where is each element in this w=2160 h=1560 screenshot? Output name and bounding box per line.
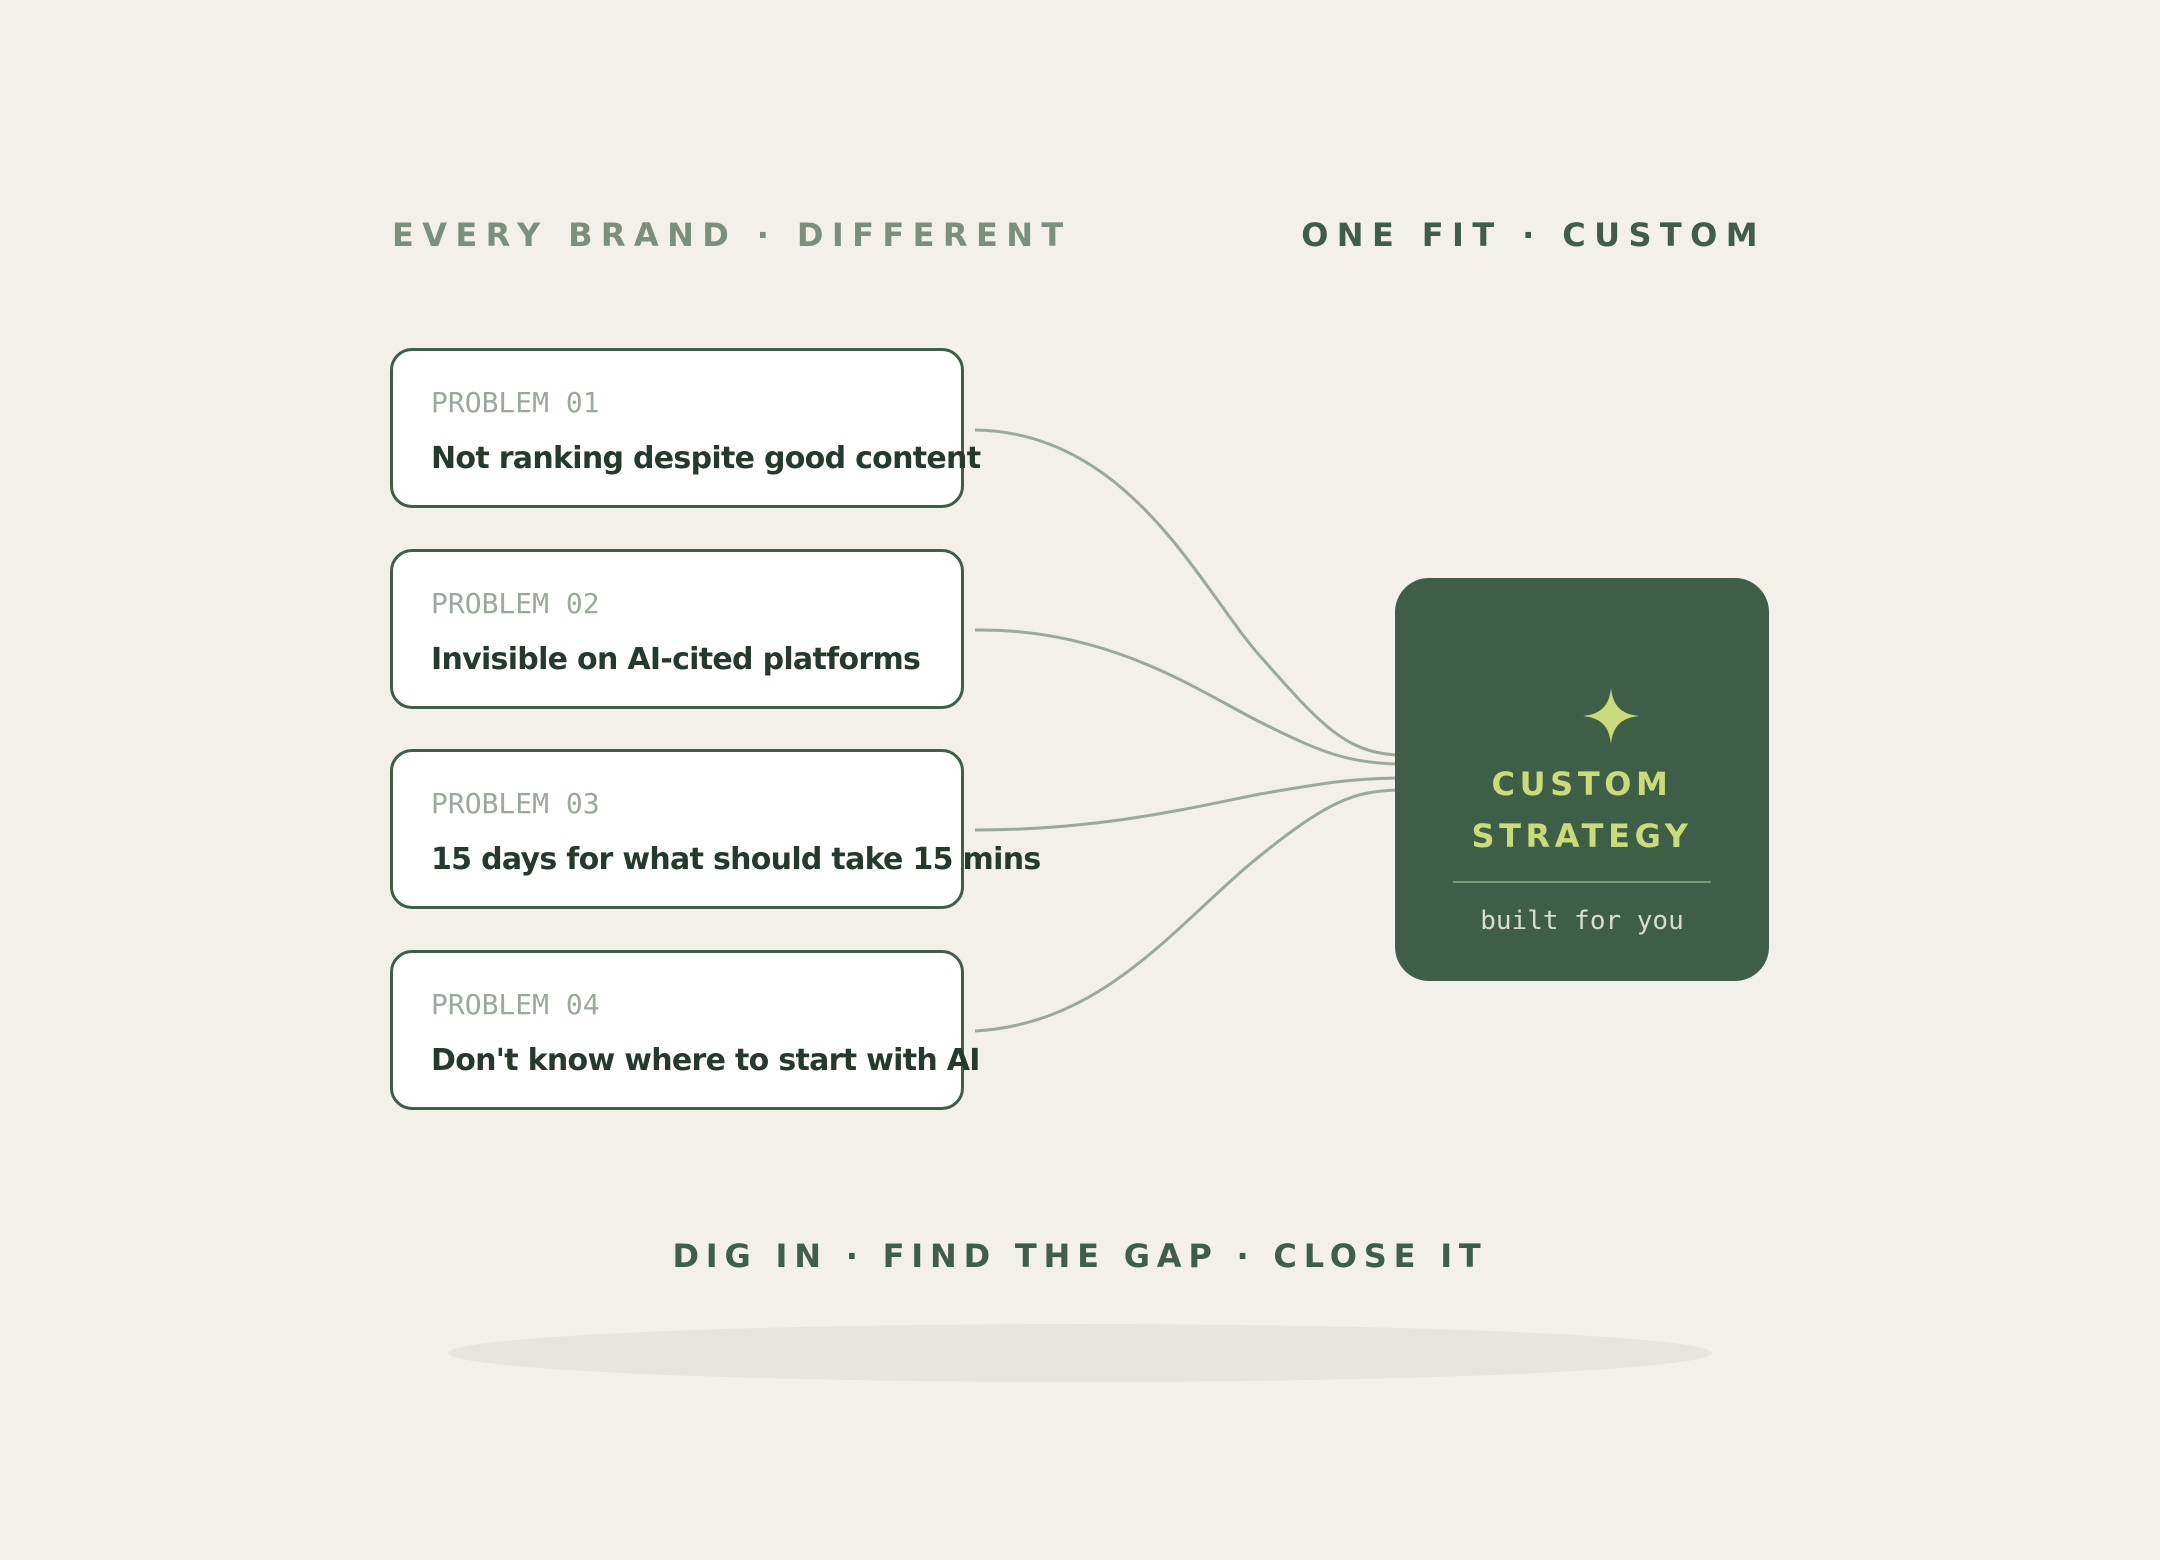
connector-problem-03 [974, 776, 1397, 832]
left-header-label: EVERY BRAND · DIFFERENT [392, 216, 1072, 254]
strategy-title-line-1: CUSTOM [1491, 765, 1673, 803]
floor-shadow [448, 1324, 1712, 1382]
problem-code: PROBLEM 01 [431, 386, 600, 419]
problem-code: PROBLEM 04 [431, 988, 600, 1021]
strategy-title: CUSTOM STRATEGY [1395, 758, 1769, 862]
problem-text: Invisible on AI-cited platforms [431, 642, 921, 677]
strategy-subtitle: built for you [1480, 906, 1684, 936]
strategy-divider [1453, 881, 1711, 883]
problem-text: 15 days for what should take 15 mins [431, 842, 1041, 877]
problem-card-03: PROBLEM 03 15 days for what should take … [390, 749, 1041, 909]
problem-text: Not ranking despite good content [431, 441, 981, 476]
problem-code: PROBLEM 03 [431, 787, 600, 820]
problem-card-01: PROBLEM 01 Not ranking despite good cont… [390, 348, 981, 508]
connector-problem-04 [974, 788, 1397, 1033]
sparkle-icon [1583, 688, 1639, 744]
footer-tagline: DIG IN · FIND THE GAP · CLOSE IT [672, 1237, 1488, 1275]
problem-code: PROBLEM 02 [431, 587, 600, 620]
strategy-title-line-2: STRATEGY [1471, 817, 1693, 855]
problem-card-04: PROBLEM 04 Don't know where to start wit… [390, 950, 980, 1110]
connector-problem-02 [974, 628, 1397, 766]
custom-strategy-card: CUSTOM STRATEGY built for you [1395, 578, 1769, 981]
problem-card-02: PROBLEM 02 Invisible on AI-cited platfor… [390, 549, 964, 709]
connector-problem-01 [974, 428, 1397, 757]
right-header-label: ONE FIT · CUSTOM [1301, 216, 1766, 254]
problem-text: Don't know where to start with AI [431, 1043, 980, 1078]
